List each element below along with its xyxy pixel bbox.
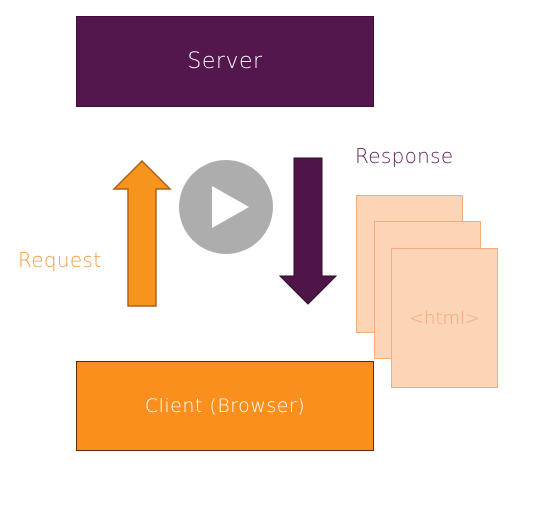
request-arrow-icon bbox=[112, 159, 172, 307]
client-box: Client (Browser) bbox=[76, 361, 374, 451]
play-button[interactable] bbox=[179, 160, 273, 254]
client-label: Client (Browser) bbox=[144, 395, 306, 417]
html-document-front: <html> bbox=[391, 248, 498, 388]
response-arrow-icon bbox=[278, 157, 338, 305]
html-document-label: <html> bbox=[408, 307, 481, 329]
server-label: Server bbox=[187, 49, 263, 74]
play-icon[interactable] bbox=[212, 186, 249, 228]
request-label: Request bbox=[18, 248, 102, 272]
response-label: Response bbox=[355, 144, 454, 168]
server-box: Server bbox=[76, 16, 374, 107]
